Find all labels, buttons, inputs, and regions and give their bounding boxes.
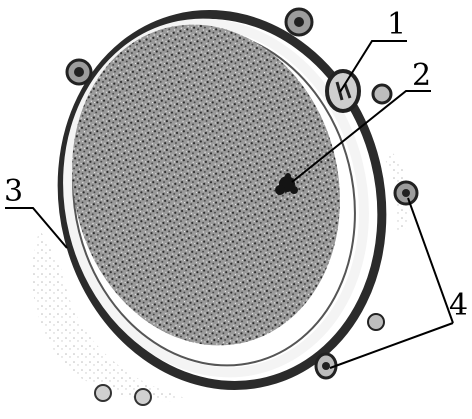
- follicle-cell-top: [286, 9, 312, 35]
- label-4: 4: [449, 288, 468, 323]
- oocyte-cytoplasm: [39, 0, 374, 374]
- follicle-cell-lower-right: [368, 314, 384, 330]
- label-1: 1: [387, 7, 406, 42]
- label-3: 3: [4, 174, 23, 209]
- follicle-cell-right-top: [373, 85, 391, 103]
- follicle-cell-bottom-left-2: [135, 389, 151, 405]
- label-2: 2: [412, 58, 431, 93]
- follicle-cell-right: [395, 182, 417, 204]
- polar-body: [327, 71, 359, 111]
- leader-line-4a: [408, 198, 453, 323]
- leader-line-3: [5, 208, 67, 248]
- follicle-cell-bottom-left-1: [95, 385, 111, 401]
- follicle-cell-upper-left: [67, 60, 91, 84]
